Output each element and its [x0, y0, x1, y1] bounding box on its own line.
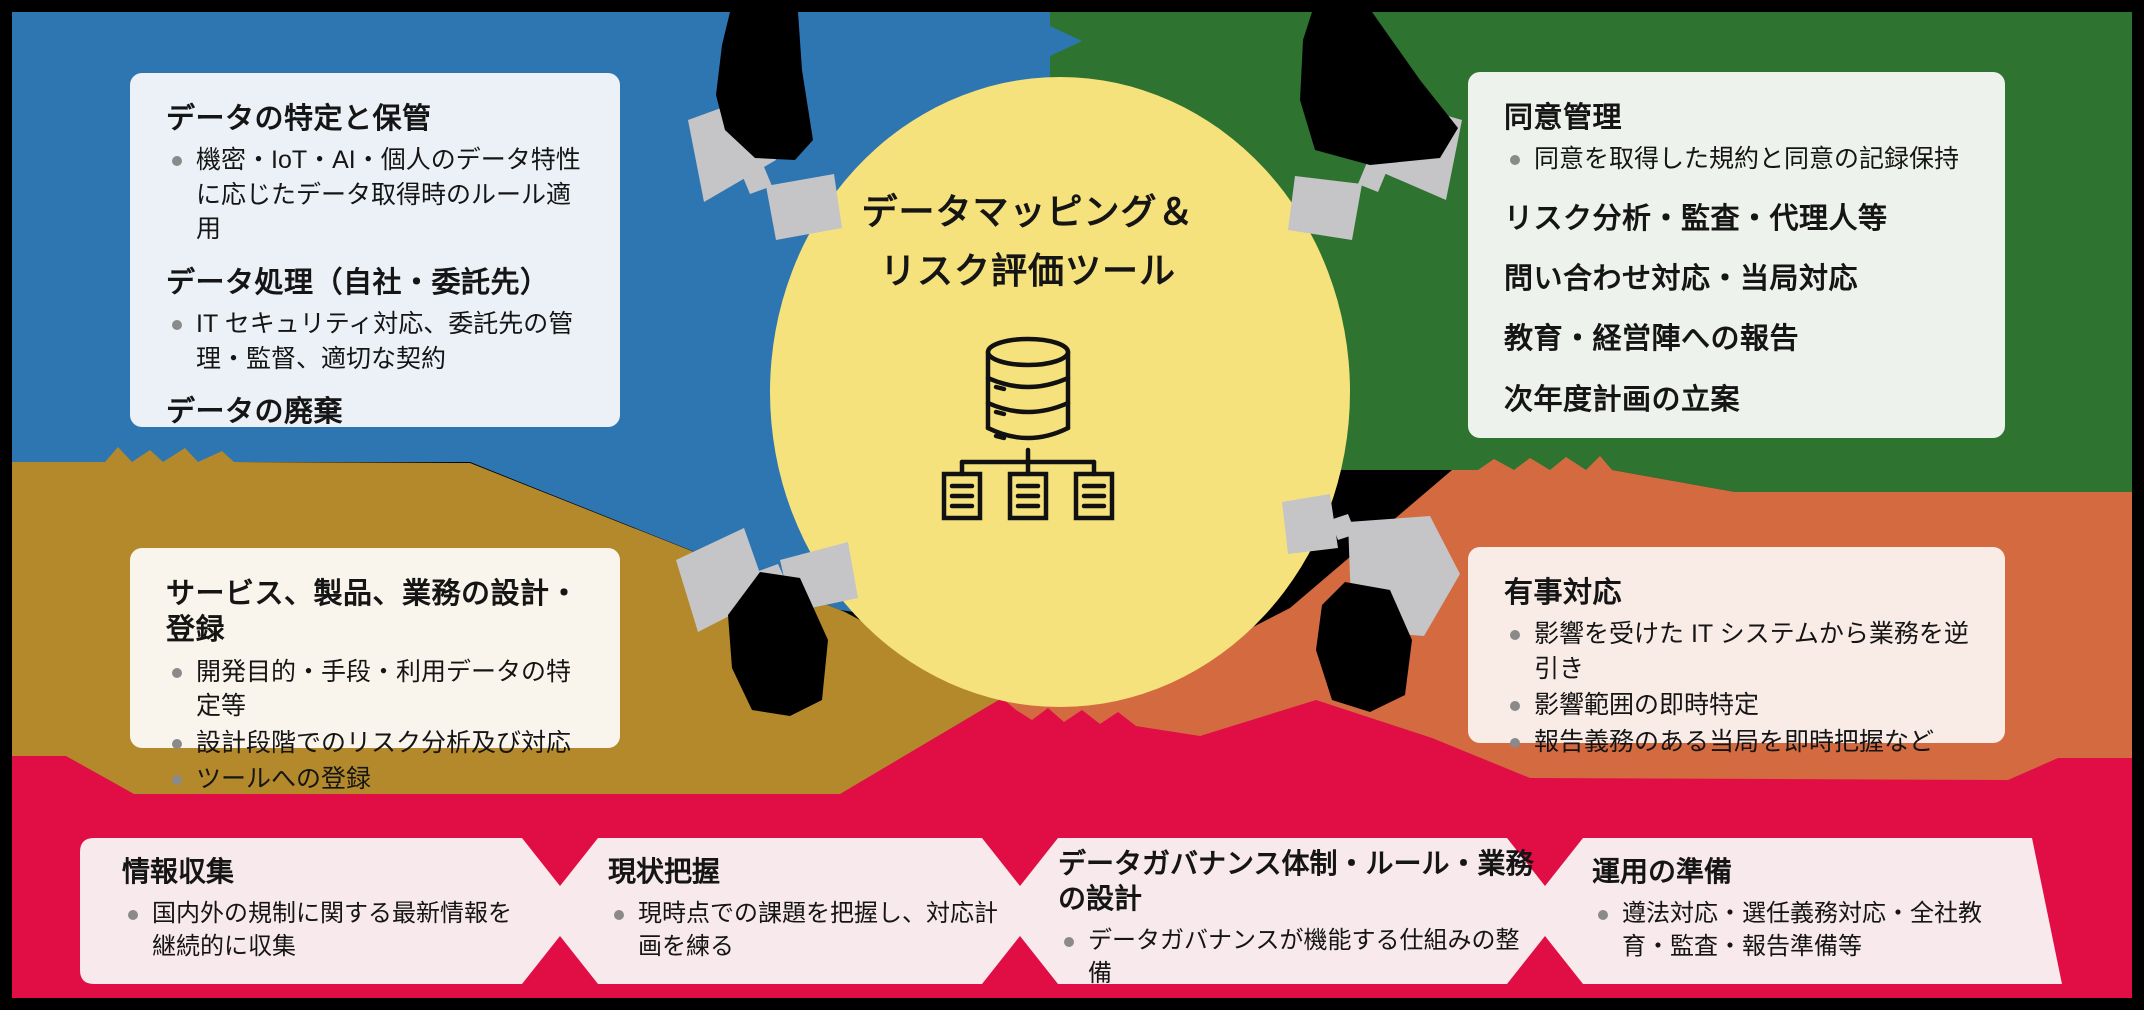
section-title: 教育・経営陣への報告 [1504, 323, 1800, 356]
section-title: データの特定と保管 [166, 103, 432, 135]
section-title: 問い合わせ対応・当局対応 [1504, 263, 1859, 295]
center-title: データマッピング＆ リスク評価ツール [778, 182, 1278, 301]
document-icon [1073, 471, 1115, 521]
section-title: 次年度計画の立案 [1504, 383, 1741, 416]
card-section: データ処理（自社・委託先） IT セキュリティ対応、委託先の管理・監督、適切な契… [166, 265, 584, 376]
section-title: 同意管理 [1504, 102, 1623, 134]
card-section: リスク分析・監査・代理人等 [1504, 201, 1969, 237]
section-title: 有事対応 [1504, 577, 1623, 609]
card-incident-response: 有事対応 影響を受けた IT システムから業務を逆引き 影響範囲の即時特定 報告… [1468, 547, 2005, 756]
card-section: データの廃棄 [166, 394, 584, 430]
card-section: データの特定と保管 機密・IoT・AI・個人のデータ特性に応じたデータ取得時のル… [166, 101, 584, 247]
card-section: 教育・経営陣への報告 [1504, 321, 1969, 357]
process-band-seams [522, 838, 1583, 984]
section-title: リスク分析・監査・代理人等 [1504, 202, 1888, 235]
step-title: 情報収集 [122, 856, 235, 887]
section-title: サービス、製品、業務の設計・登録 [166, 578, 580, 647]
redaction-blob-top-left [716, 12, 813, 160]
bullet-item: 遵法対応・選任義務対応・全社教育・監査・報告準備等 [1592, 897, 2022, 963]
card-section: 有事対応 影響を受けた IT システムから業務を逆引き 影響範囲の即時特定 報告… [1504, 575, 1969, 759]
process-step-information-gathering: 情報収集 国内外の規制に関する最新情報を継続的に収集 [122, 854, 522, 965]
center-circle [770, 77, 1350, 707]
document-icon [1007, 471, 1049, 521]
section-title: データの廃棄 [166, 396, 344, 428]
card-section: 同意管理 同意を取得した規約と同意の記録保持 [1504, 100, 1969, 177]
center-title-line1: データマッピング＆ [861, 191, 1195, 232]
step-title: 現状把握 [608, 856, 721, 887]
bullet-item: IT セキュリティ対応、委託先の管理・監督、適切な契約 [166, 307, 584, 376]
bullet-item: データガバナンスが機能する仕組みの整備 [1058, 924, 1536, 990]
center-title-line2: リスク評価ツール [879, 250, 1176, 292]
document-tree-icon [941, 447, 1115, 521]
bullet-item: 影響範囲の即時特定 [1504, 688, 1969, 723]
process-step-current-state: 現状把握 現時点での課題を把握し、対応計画を練る [608, 854, 1008, 965]
redaction-blob-bottom-left [728, 572, 828, 716]
card-service-design: サービス、製品、業務の設計・登録 開発目的・手段・利用データの特定等 設計段階で… [130, 548, 620, 793]
step-title: データガバナンス体制・ルール・業務の設計 [1058, 848, 1534, 914]
card-data-lifecycle: データの特定と保管 機密・IoT・AI・個人のデータ特性に応じたデータ取得時のル… [130, 73, 620, 430]
process-band [80, 838, 2062, 984]
document-icon [941, 471, 983, 521]
bullet-item: 同意を取得した規約と同意の記録保持 [1504, 142, 1969, 177]
step-title: 運用の準備 [1592, 856, 1733, 887]
bullet-item: 設計段階でのリスク分析及び対応 [166, 726, 584, 761]
section-title: データ処理（自社・委託先） [166, 266, 550, 299]
bullet-item: 機密・IoT・AI・個人のデータ特性に応じたデータ取得時のルール適用 [166, 143, 584, 247]
redaction-blob-bottom-right [1316, 582, 1412, 712]
bullet-item: 影響を受けた IT システムから業務を逆引き [1504, 617, 1969, 686]
bullet-item: ツールへの登録 [166, 762, 584, 797]
bullet-item: 報告義務のある当局を即時把握など [1504, 725, 1969, 760]
card-section: 問い合わせ対応・当局対応 [1504, 261, 1969, 297]
card-compliance-management: 同意管理 同意を取得した規約と同意の記録保持 リスク分析・監査・代理人等 問い合… [1468, 72, 2005, 438]
redaction-blob-top-right [1300, 12, 1458, 165]
card-section: サービス、製品、業務の設計・登録 開発目的・手段・利用データの特定等 設計段階で… [166, 576, 584, 797]
bullet-item: 開発目的・手段・利用データの特定等 [166, 655, 584, 724]
database-icon [985, 336, 1071, 441]
bullet-item: 国内外の規制に関する最新情報を継続的に収集 [122, 897, 522, 963]
bullet-item: 現時点での課題を把握し、対応計画を練る [608, 897, 1008, 963]
process-step-operation-prep: 運用の準備 遵法対応・選任義務対応・全社教育・監査・報告準備等 [1592, 854, 2022, 965]
process-step-governance-design: データガバナンス体制・ルール・業務の設計 データガバナンスが機能する仕組みの整備 [1058, 846, 1536, 992]
card-section: 次年度計画の立案 [1504, 382, 1969, 418]
